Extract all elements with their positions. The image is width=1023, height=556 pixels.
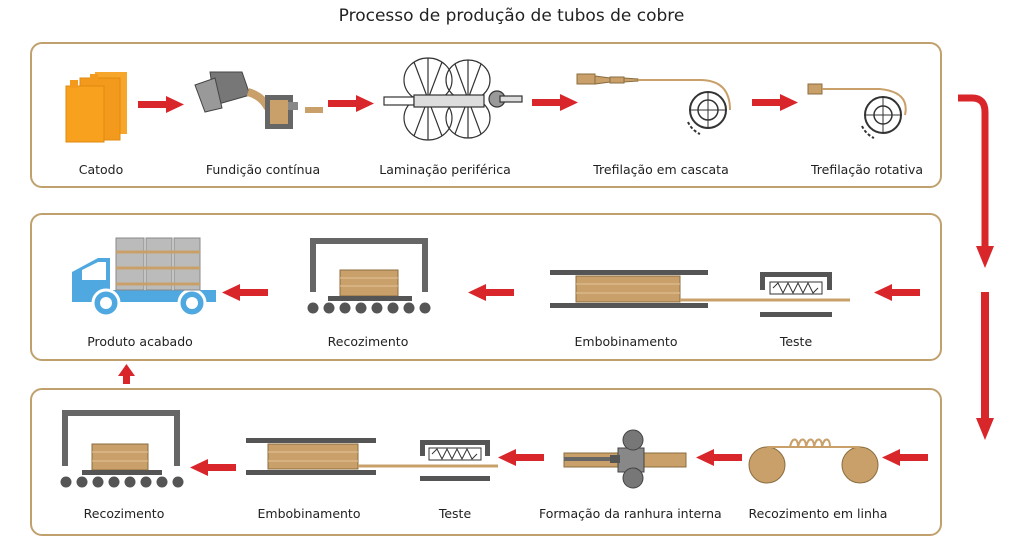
truck-icon: [72, 237, 216, 318]
step-label: Laminação periférica: [379, 162, 511, 177]
cascade-drawing-icon: [576, 73, 731, 135]
rotary-drawing-icon: [807, 83, 907, 139]
flow-arrow: [190, 459, 236, 476]
flow-arrow: [498, 449, 544, 466]
flow-arrow: [882, 449, 928, 466]
step-label: Trefilação em cascata: [593, 162, 729, 177]
step-label: Embobinamento: [574, 334, 678, 349]
step-label: Embobinamento: [257, 506, 361, 521]
annealing-furnace-icon: [60, 410, 184, 488]
test-icon: [760, 272, 832, 317]
coiling-icon: [246, 438, 498, 475]
flow-arrow: [222, 284, 268, 301]
step-label: Catodo: [78, 162, 124, 177]
flow-arrow: [328, 95, 374, 112]
flow-arrow-up: [118, 364, 135, 384]
row-1-panel: [30, 42, 942, 188]
test-icon: [420, 440, 490, 481]
diagram-title: Processo de produção de tubos de cobre: [338, 6, 685, 26]
continuous-casting-icon: [194, 71, 323, 129]
flow-arrow-down: [976, 292, 994, 440]
row-3-panel: [30, 388, 942, 536]
inner-groove-forming-icon: [563, 429, 687, 489]
step-label: Teste: [438, 506, 472, 521]
flow-arrow: [752, 94, 798, 111]
step-label: Fundição contínua: [205, 162, 321, 177]
flow-arrow: [468, 284, 514, 301]
flow-arrow: [138, 96, 184, 113]
coiling-icon: [550, 270, 850, 308]
step-label: Recozimento: [327, 334, 409, 349]
flow-arrow: [532, 94, 578, 111]
cathode-icon: [65, 72, 127, 143]
annealing-furnace-icon: [307, 238, 431, 314]
step-label: Trefilação rotativa: [810, 162, 924, 177]
step-label: Teste: [779, 334, 813, 349]
planetary-rolling-icon: [383, 57, 523, 141]
flow-arrow: [874, 284, 920, 301]
flow-arrow: [696, 449, 742, 466]
step-label: Recozimento: [83, 506, 165, 521]
step-label: Formação da ranhura interna: [539, 506, 722, 521]
flow-arrow-bend: [958, 94, 994, 268]
step-label: Produto acabado: [87, 334, 193, 349]
step-label: Recozimento em linha: [748, 506, 888, 521]
inline-annealing-icon: [748, 438, 879, 484]
